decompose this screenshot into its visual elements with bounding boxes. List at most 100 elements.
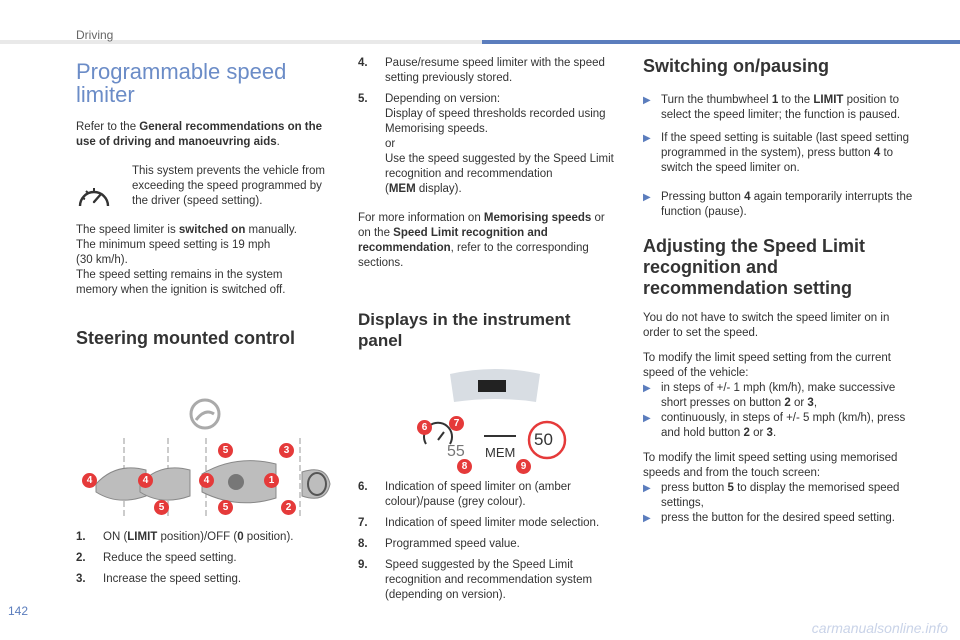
bullet-marker-icon: ▶ xyxy=(643,413,651,424)
item-number: 6. xyxy=(358,481,368,493)
text-run: Turn the thumbwheel xyxy=(661,94,772,106)
item-text: Indication of speed limiter on (amber co… xyxy=(385,481,572,508)
adjust-paragraph: To modify the limit speed setting from t… xyxy=(643,352,891,379)
text-bold: Memorising speeds xyxy=(483,212,592,224)
adjust-paragraph: You do not have to switch the speed limi… xyxy=(643,312,890,339)
instrument-panel-illustration xyxy=(410,362,580,474)
info-box: This system prevents the vehicle from ex… xyxy=(76,164,326,209)
text-run: to display the memorised speed settings, xyxy=(661,482,900,509)
list-item: 9. Speed suggested by the Speed Limit rec… xyxy=(358,558,618,603)
refer-prefix: Refer to the xyxy=(76,121,140,133)
text-run: or xyxy=(385,138,396,150)
text-run: If the speed setting is suitable (last s… xyxy=(661,132,910,159)
list-item: 8. Programmed speed value. xyxy=(358,537,618,552)
item-text: Speed suggested by the Speed Limit recog… xyxy=(385,559,593,601)
speedometer-icon xyxy=(76,184,112,215)
text-run: or xyxy=(790,397,808,409)
text-run: Display of speed thresholds recorded usi… xyxy=(385,108,606,135)
item-text: Pause/resume speed limiter with the spee… xyxy=(385,57,605,84)
switch-paragraph: The speed limiter is switched on manuall… xyxy=(76,223,326,298)
steering-control-illustration xyxy=(76,392,336,518)
more-info-paragraph: For more information on Memorising speed… xyxy=(358,211,618,271)
bullet-item: ▶ press button 5 to display the memorise… xyxy=(643,481,913,511)
bullet-item: ▶ in steps of +/- 1 mph (km/h), make suc… xyxy=(643,381,913,411)
left-column: Programmable speed limiter Refer to the … xyxy=(76,56,326,349)
callout-badge: 7 xyxy=(449,416,464,431)
callout-badge: 4 xyxy=(199,473,214,488)
bullet-item: ▶ Pressing button 4 again temporarily in… xyxy=(643,190,913,220)
callout-badge: 1 xyxy=(264,473,279,488)
text-run: Depending on version: xyxy=(385,93,501,105)
switch-heading: Switching on/pausing xyxy=(643,56,829,76)
text-run: . xyxy=(772,427,777,439)
item-number: 2. xyxy=(76,552,86,564)
item-text: Programmed speed value. xyxy=(385,538,520,550)
item-number: 1. xyxy=(76,531,86,543)
text-run: press button xyxy=(661,482,728,494)
list-item: 3.Increase the speed setting. xyxy=(76,572,326,587)
text-bold: 1 xyxy=(771,94,779,106)
item-number: 8. xyxy=(358,538,368,550)
panel-list: 6. Indication of speed limiter on (amber … xyxy=(358,480,618,609)
page-title: Programmable speed limiter xyxy=(76,59,287,107)
callout-badge: 5 xyxy=(218,500,233,515)
text-run: Pressing button xyxy=(661,191,745,203)
callout-badge: 9 xyxy=(516,459,531,474)
bullet-item: ▶ continuously, in steps of +/- 5 mph (k… xyxy=(643,411,913,441)
speed-limit-value: 50 xyxy=(534,430,553,449)
text-run: ( xyxy=(385,183,389,195)
bullet-marker-icon: ▶ xyxy=(643,95,651,106)
text-bold: 0 xyxy=(237,531,244,543)
callout-badge: 4 xyxy=(138,473,153,488)
text-bold: Speed Limit recognition and recommendati… xyxy=(358,227,548,254)
adjust-heading: Adjusting the Speed Limit recognition an… xyxy=(643,236,866,298)
bullet-marker-icon: ▶ xyxy=(643,192,651,203)
text-run: continuously, in steps of +/- 5 mph (km/… xyxy=(661,412,906,439)
text-run: The minimum speed setting is 19 mph xyxy=(76,239,271,251)
bullet-item: ▶ Turn the thumbwheel 1 to the LIMIT pos… xyxy=(643,93,913,123)
text-run: to the xyxy=(778,94,814,106)
control-list: 1. ON (LIMIT position)/OFF (0 position).… xyxy=(76,530,326,593)
text-run: in steps of +/- 1 mph (km/h), make succe… xyxy=(661,382,896,409)
page-number: 142 xyxy=(8,604,29,618)
text-run: again temporarily interrupts the functio… xyxy=(661,191,913,218)
header-bar xyxy=(0,40,960,44)
item-number: 3. xyxy=(76,573,86,585)
text-bold: MEM xyxy=(388,183,416,195)
displays-heading: Displays in the instrument panel xyxy=(358,310,571,350)
middle-column: 4. Pause/resume speed limiter with the sp… xyxy=(358,56,618,351)
text-run: position). xyxy=(243,531,294,543)
text-run: , refer to the corresponding sections. xyxy=(358,242,589,269)
text-run: to switch the speed limiter on. xyxy=(661,147,894,174)
text-bold: LIMIT xyxy=(127,531,158,543)
list-item: 2.Reduce the speed setting. xyxy=(76,551,326,566)
text-bold: switched on xyxy=(178,224,246,236)
item-number: 4. xyxy=(358,57,368,69)
item-number: 5. xyxy=(358,93,368,105)
text-run: ON ( xyxy=(103,531,128,543)
adjust-paragraph: To modify the limit speed setting using … xyxy=(643,452,898,479)
text-run: display). xyxy=(415,183,462,195)
programmed-speed-value: 55 xyxy=(447,443,465,460)
callout-badge: 6 xyxy=(417,420,432,435)
callout-badge: 2 xyxy=(281,500,296,515)
text-run: , xyxy=(813,397,818,409)
text-run: or xyxy=(749,427,767,439)
text-bold: 3 xyxy=(807,397,814,409)
bullet-item: ▶ If the speed setting is suitable (last… xyxy=(643,131,913,176)
callout-badge: 5 xyxy=(218,443,233,458)
text-run: The speed setting remains in the system … xyxy=(76,269,286,296)
mem-label: MEM xyxy=(485,445,516,460)
text-run: (30 km/h). xyxy=(76,254,128,266)
text-run: The speed limiter is xyxy=(76,224,179,236)
bullet-item: ▶ press the button for the desired speed… xyxy=(643,511,913,526)
item-number: 9. xyxy=(358,559,368,571)
list-item: 4. Pause/resume speed limiter with the sp… xyxy=(358,56,618,86)
callout-badge: 8 xyxy=(457,459,472,474)
text-bold: 5 xyxy=(727,482,734,494)
text-bold: 4 xyxy=(873,147,881,159)
item-text: Indication of speed limiter mode selecti… xyxy=(385,517,600,529)
refer-suffix: . xyxy=(276,136,280,148)
header-accent-bar xyxy=(482,40,960,44)
callout-badge: 5 xyxy=(154,500,169,515)
